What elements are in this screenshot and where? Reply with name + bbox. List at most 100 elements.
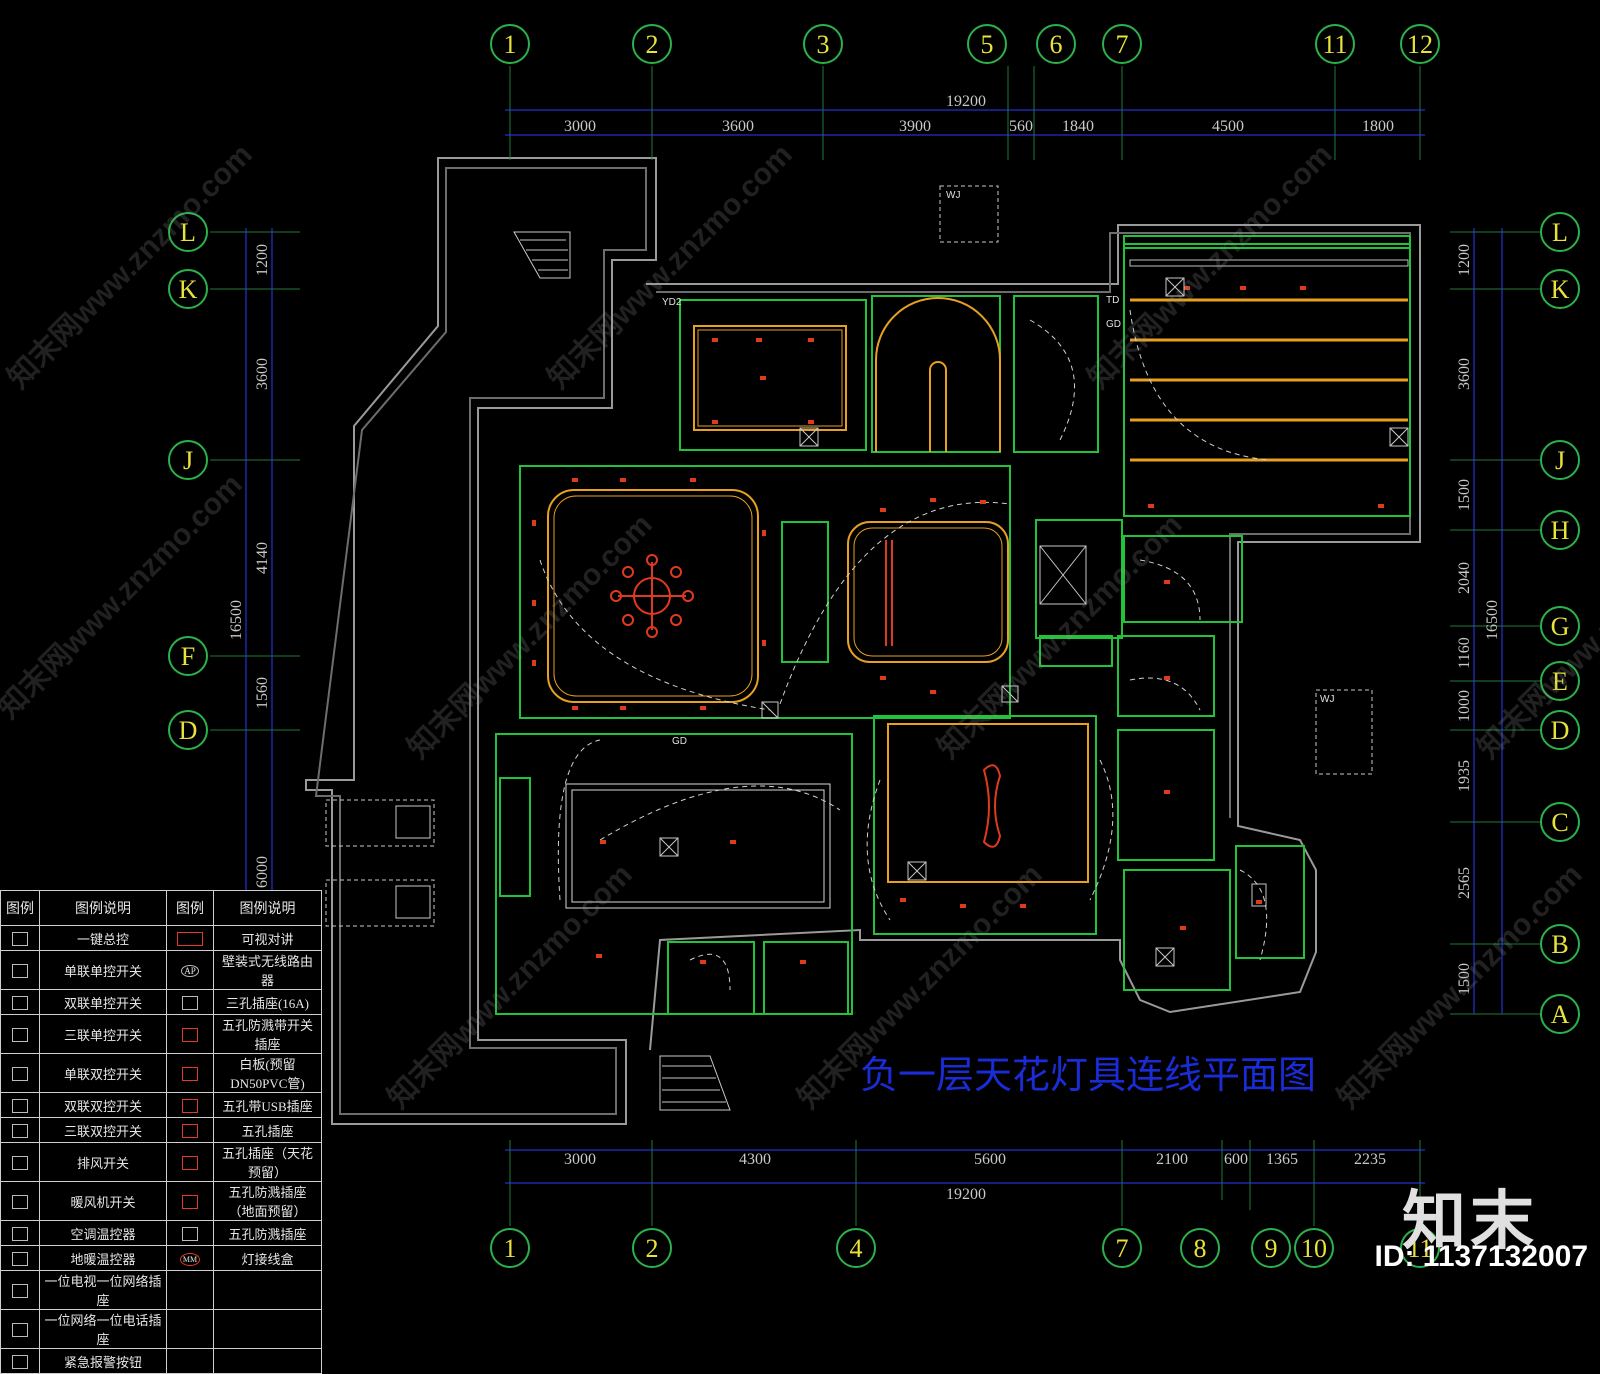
room-tag: YD2 [662,297,682,308]
svg-text:3: 3 [817,30,830,59]
dim-top-seg: 560 [1009,118,1033,135]
dim-bottom-seg: 1365 [1266,1151,1298,1168]
legend-desc [213,1309,322,1349]
grid-bubble-top-7: 7 [1102,24,1142,64]
dim-top-seg: 4500 [1212,118,1244,135]
chandelier-symbol [610,540,893,646]
grid-bubble-bottom-9: 9 [1251,1228,1291,1268]
legend-row: 双联单控开关三孔插座(16A) [0,989,322,1015]
svg-text:A: A [1551,1000,1570,1029]
room-tag: WJ [946,190,960,201]
socket-icon [182,996,198,1010]
svg-text:K: K [179,275,198,304]
brand-id: ID: 1137132007 [1374,1240,1588,1273]
switch-icon [12,932,28,946]
grid-bubble-left-F: F [168,636,208,676]
wiring-arcs [539,309,1271,991]
legend-desc: 一位电视一位网络插座 [39,1270,167,1310]
grid-bubble-top-1: 1 [490,24,530,64]
grid-bubble-left-J: J [168,440,208,480]
legend-desc: 三联单控开关 [39,1014,167,1054]
svg-text:9: 9 [1265,1234,1278,1263]
svg-text:G: G [1551,612,1570,641]
cad-drawing: 1 2 3 5 6 7 11 12 19200 3000 3600 3900 5… [0,24,1600,1268]
bottom-grid-bubbles: 1 2 4 7 8 9 10 11 [490,1228,1440,1268]
svg-text:L: L [180,218,196,247]
grid-bubble-left-K: K [168,269,208,309]
grid-bubble-bottom-8: 8 [1180,1228,1220,1268]
legend-desc: 暖风机开关 [39,1181,167,1221]
svg-text:10: 10 [1301,1234,1327,1263]
thermostat-icon [12,1227,28,1241]
dim-bottom-seg: 4300 [739,1151,771,1168]
dim-bottom-seg: 3000 [564,1151,596,1168]
room-tag: GD [1106,319,1121,330]
legend-row: 排风开关五孔插座（天花预留） [0,1142,322,1182]
legend-row: 空调温控器五孔防溅插座 [0,1220,322,1246]
grid-bubble-bottom-10: 10 [1294,1228,1334,1268]
dim-right-seg: 2040 [1456,562,1473,594]
legend-row: 一位网络一位电话插座 [0,1309,322,1349]
watermark-text: 知末网www.znzmo.com [542,138,799,395]
top-grid-bubbles: 1 2 3 5 6 7 11 12 [490,24,1440,64]
svg-text:11: 11 [1322,30,1347,59]
svg-text:E: E [1552,667,1568,696]
watermark-text: 知末网www.znzmo.com [0,468,249,725]
grid-bubble-right-D: D [1540,710,1580,750]
legend-row: 紧急报警按钮 [0,1348,322,1374]
grid-bubble-right-A: A [1540,994,1580,1034]
legend-desc: 灯接线盒 [213,1245,322,1271]
dim-left-seg: 3600 [254,358,271,390]
svg-text:5: 5 [981,30,994,59]
junction-box-icon: MM [179,1253,201,1266]
dim-left-seg: 1200 [254,244,271,276]
grid-bubble-left-L: L [168,212,208,252]
legend-desc: 五孔防溅插座（地面预留） [213,1181,322,1221]
svg-text:11: 11 [1407,1234,1432,1263]
legend-desc: 五孔插座（天花预留） [213,1142,322,1182]
legend-desc [213,1270,322,1310]
dim-right-seg: 3600 [1456,358,1473,390]
grid-bubble-bottom-4: 4 [836,1228,876,1268]
legend-row: 一键总控可视对讲 [0,925,322,951]
grid-bubble-right-L: L [1540,212,1580,252]
grid-bubble-bottom-2: 2 [632,1228,672,1268]
dim-right-total: 16500 [1484,600,1501,640]
grid-bubble-bottom-7: 7 [1102,1228,1142,1268]
svg-text:C: C [1551,808,1568,837]
svg-text:1: 1 [504,1234,517,1263]
legend-header: 图例说明 [213,890,322,926]
svg-text:L: L [1552,218,1568,247]
dim-left-seg: 1560 [254,677,271,709]
grid-bubble-right-E: E [1540,661,1580,701]
legend-desc: 三联双控开关 [39,1117,167,1143]
grid-bubble-bottom-11: 11 [1400,1228,1440,1268]
legend-header: 图例说明 [39,890,167,926]
dim-right-seg: 1000 [1456,690,1473,722]
legend-row: 暖风机开关 五孔防溅插座（地面预留） [0,1181,322,1221]
grid-bubble-top-3: 3 [803,24,843,64]
svg-text:K: K [1551,275,1570,304]
dim-top-seg: 3000 [564,118,596,135]
room-tag: GD [672,736,687,747]
switch-icon [12,1028,28,1042]
room-tag: TD [1106,295,1119,306]
svg-text:2: 2 [646,1234,659,1263]
legend-desc: 一键总控 [39,925,167,951]
exterior-walls [305,157,1421,1125]
dim-right-seg: 2565 [1456,867,1473,899]
room-tag: WJ [1320,694,1334,705]
dim-left-total: 16500 [228,600,245,640]
dim-top-seg: 3600 [722,118,754,135]
right-dimensions: 16500 1200 3600 1500 2040 1160 1000 1935… [1456,244,1501,995]
svg-text:7: 7 [1116,1234,1129,1263]
dim-top-seg: 1840 [1062,118,1094,135]
watermark-text: 知末网www.znzmo.com [402,508,659,765]
dim-left-seg: 6000 [254,856,271,888]
legend-header: 图例 [0,890,40,926]
fan-switch-icon [12,1156,28,1170]
svg-text:4: 4 [850,1234,863,1263]
top-dimensions: 19200 3000 3600 3900 560 1840 4500 1800 [564,93,1394,135]
dim-right-seg: 1500 [1456,963,1473,995]
